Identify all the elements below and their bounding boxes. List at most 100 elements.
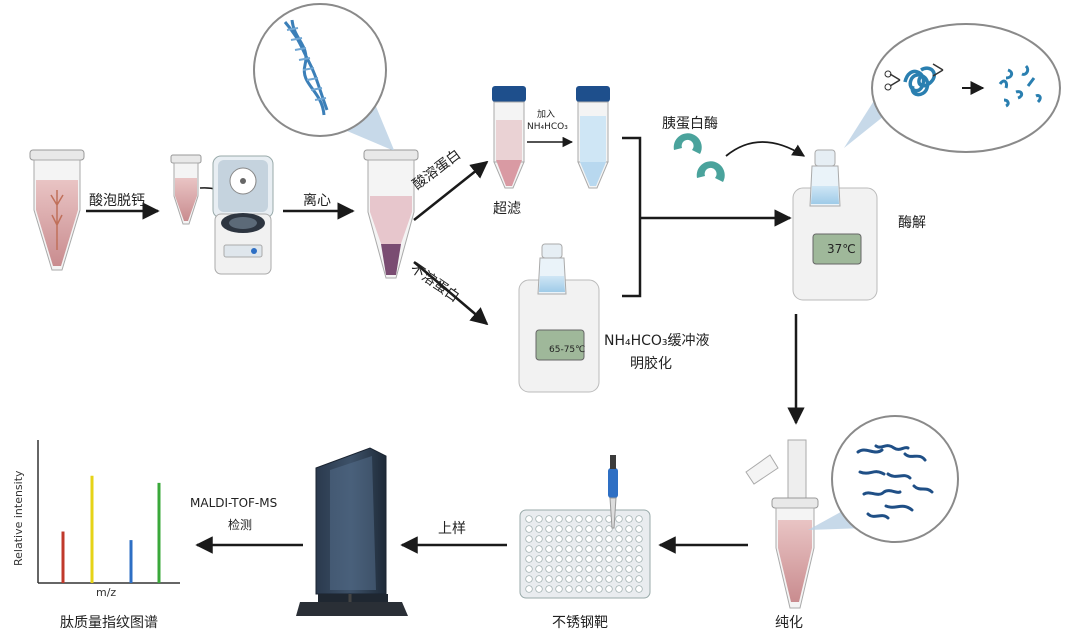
target-well [625, 575, 633, 583]
target-well [605, 545, 613, 553]
target-well [605, 555, 613, 563]
target-well [555, 565, 563, 573]
arrow-acid-soluble [413, 160, 489, 221]
target-well [525, 555, 533, 563]
target-well [595, 525, 603, 533]
target-well [565, 535, 573, 543]
buffer-tube [576, 86, 610, 189]
label-centrifuge: 离心 [303, 193, 331, 209]
target-well [605, 535, 613, 543]
target-well [535, 575, 543, 583]
spectrum-ylabel: Relative intensity [12, 470, 25, 566]
digestion-magnifier [871, 23, 1061, 153]
target-well [635, 585, 643, 593]
target-well [615, 585, 623, 593]
target-well [595, 565, 603, 573]
target-well [525, 585, 533, 593]
trypsin-icon [673, 133, 725, 182]
ultrafiltration-tube [492, 86, 526, 189]
target-well [555, 575, 563, 583]
label-target: 不锈钢靶 [552, 615, 608, 631]
label-buffer: NH₄HCO₃缓冲液 [604, 333, 710, 349]
label-load: 上样 [438, 521, 466, 537]
target-well [565, 525, 573, 533]
target-well [575, 525, 583, 533]
label-decalcify: 酸泡脱钙 [89, 193, 145, 209]
target-well [555, 525, 563, 533]
target-well [545, 525, 553, 533]
target-well [575, 585, 583, 593]
target-well [635, 515, 643, 523]
target-well [585, 535, 593, 543]
target-well [575, 565, 583, 573]
target-well [635, 575, 643, 583]
merge-bracket [622, 136, 642, 298]
arrow-acid-insoluble [413, 261, 489, 326]
heater-digestion [792, 149, 878, 301]
target-well [535, 555, 543, 563]
target-well [635, 565, 643, 573]
target-well [585, 555, 593, 563]
target-well [595, 585, 603, 593]
target-well [565, 575, 573, 583]
label-detect: 检测 [228, 518, 253, 532]
label-fingerprint: 肽质量指纹图谱 [60, 615, 158, 631]
magnifier-cone-dna [340, 92, 394, 150]
target-well [625, 545, 633, 553]
target-well [575, 575, 583, 583]
pipette-icon [608, 455, 618, 529]
target-well [595, 545, 603, 553]
heater-gelatinize [518, 243, 600, 393]
spectrum-xlabel: m/z [96, 586, 117, 599]
target-well [555, 585, 563, 593]
target-well [615, 525, 623, 533]
target-well [575, 535, 583, 543]
mass-spectrometer [296, 447, 408, 616]
target-well [545, 535, 553, 543]
target-well [535, 535, 543, 543]
sample-tube [29, 149, 85, 271]
target-well [545, 515, 553, 523]
target-well [545, 575, 553, 583]
target-well [565, 545, 573, 553]
target-well [635, 545, 643, 553]
target-well [615, 565, 623, 573]
purification-tube [745, 439, 819, 609]
target-well [615, 515, 623, 523]
target-well [535, 545, 543, 553]
target-well [545, 565, 553, 573]
small-tube [170, 154, 202, 225]
target-well [565, 585, 573, 593]
target-well [555, 545, 563, 553]
target-well [565, 515, 573, 523]
target-well [555, 535, 563, 543]
peptide-magnifier [831, 415, 959, 543]
target-well [635, 535, 643, 543]
label-trypsin: 胰蛋白酶 [662, 116, 718, 132]
target-well [595, 535, 603, 543]
target-well [585, 545, 593, 553]
target-well [625, 585, 633, 593]
target-well [545, 585, 553, 593]
target-well [585, 525, 593, 533]
label-maldi: MALDI-TOF-MS [190, 496, 278, 510]
target-well [545, 555, 553, 563]
target-well [555, 515, 563, 523]
target-well [625, 565, 633, 573]
label-add-reagent: NH₄HCO₃ [527, 122, 568, 132]
label-gelatinize: 明胶化 [630, 356, 672, 372]
label-add: 加入 [537, 110, 556, 120]
target-well [595, 515, 603, 523]
arrow-trypsin [725, 141, 806, 157]
centrifuge [212, 155, 274, 275]
target-well [525, 535, 533, 543]
label-purify: 纯化 [775, 615, 803, 631]
target-well [635, 555, 643, 563]
target-well [625, 535, 633, 543]
target-well [625, 525, 633, 533]
target-well [535, 585, 543, 593]
target-well [555, 555, 563, 563]
target-well [575, 545, 583, 553]
target-well [585, 565, 593, 573]
